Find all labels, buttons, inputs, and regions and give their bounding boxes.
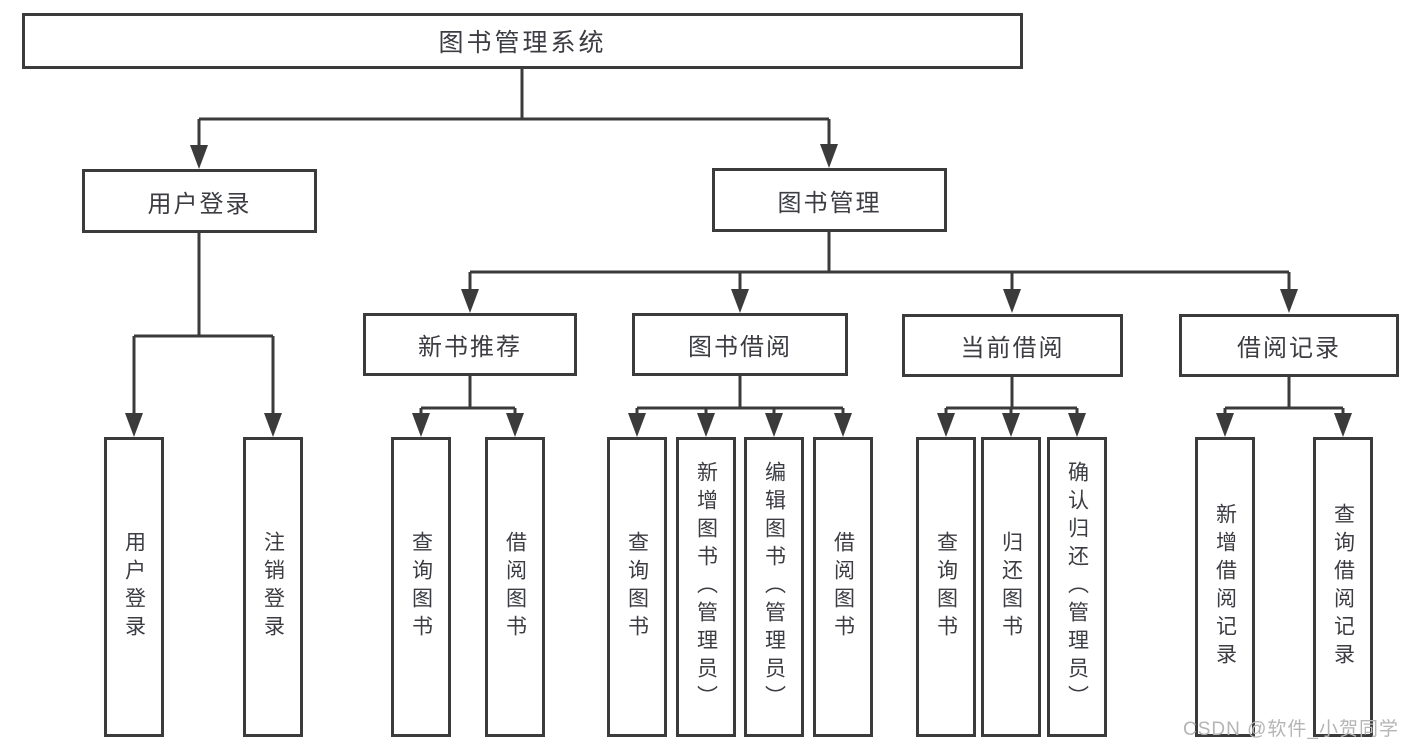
leaf-user-login-label: 用户登录	[122, 531, 146, 643]
node-borrowing-records: 借阅记录	[1179, 314, 1399, 377]
node-current-borrowing: 当前借阅	[902, 314, 1123, 377]
leaf-borrow-books-recommend-label: 借阅图书	[503, 531, 527, 643]
leaf-borrow-books-label: 借阅图书	[831, 531, 855, 643]
node-root-label: 图书管理系统	[438, 29, 607, 57]
arrowhead	[765, 413, 783, 437]
leaf-edit-books-admin: 编辑图书（管理员）	[744, 437, 804, 737]
node-book-borrowing: 图书借阅	[632, 313, 848, 376]
node-user-login-group: 用户登录	[82, 169, 317, 233]
leaf-return-books-label: 归还图书	[999, 531, 1023, 643]
node-book-borrowing-label: 图书借阅	[688, 334, 792, 361]
leaf-borrow-books: 借阅图书	[813, 437, 873, 737]
leaf-borrow-books-recommend: 借阅图书	[485, 437, 545, 737]
leaf-add-books-admin: 新增图书（管理员）	[676, 437, 736, 737]
arrowhead	[412, 413, 430, 437]
arrowhead	[461, 289, 479, 313]
arrowhead	[1334, 413, 1352, 437]
leaf-logout: 注销登录	[243, 437, 303, 737]
leaf-query-books-current-label: 查询图书	[934, 531, 958, 643]
leaf-confirm-return-admin: 确认归还（管理员）	[1047, 437, 1107, 737]
node-book-management-label: 图书管理	[777, 189, 882, 217]
leaf-logout-label: 注销登录	[261, 531, 285, 643]
arrowhead	[125, 413, 143, 437]
leaf-query-books-borrowing: 查询图书	[607, 437, 667, 737]
leaf-user-login: 用户登录	[104, 437, 164, 737]
node-new-book-recommend: 新书推荐	[363, 313, 577, 376]
csdn-watermark: CSDN @软件_小贺同学	[1183, 719, 1399, 740]
leaf-query-books-recommend-label: 查询图书	[409, 531, 433, 643]
node-borrowing-records-label: 借阅记录	[1237, 335, 1341, 362]
arrowhead	[697, 413, 715, 437]
arrowhead	[1216, 413, 1234, 437]
arrowhead	[1068, 413, 1086, 437]
leaf-query-borrow-record: 查询借阅记录	[1313, 437, 1373, 737]
arrowhead	[628, 413, 646, 437]
leaf-query-borrow-record-label: 查询借阅记录	[1331, 503, 1355, 671]
arrowhead	[820, 144, 838, 168]
leaf-add-borrow-record-label: 新增借阅记录	[1213, 503, 1237, 671]
arrowhead	[190, 145, 208, 169]
arrowhead	[1003, 289, 1021, 313]
leaf-confirm-return-admin-label: 确认归还（管理员）	[1065, 461, 1089, 713]
node-book-management: 图书管理	[712, 168, 947, 232]
leaf-return-books: 归还图书	[981, 437, 1041, 737]
arrowhead	[1280, 289, 1298, 313]
leaf-query-books-recommend: 查询图书	[391, 437, 451, 737]
arrowhead	[264, 413, 282, 437]
node-user-login-group-label: 用户登录	[147, 190, 252, 218]
arrowhead	[1002, 413, 1020, 437]
leaf-add-books-admin-label: 新增图书（管理员）	[694, 461, 718, 713]
node-current-borrowing-label: 当前借阅	[960, 335, 1065, 362]
leaf-query-books-borrowing-label: 查询图书	[625, 531, 649, 643]
leaf-query-books-current: 查询图书	[916, 437, 976, 737]
arrowhead	[834, 413, 852, 437]
arrowhead	[937, 413, 955, 437]
leaf-add-borrow-record: 新增借阅记录	[1195, 437, 1255, 737]
arrowhead	[731, 289, 749, 313]
node-root: 图书管理系统	[22, 13, 1023, 69]
arrowhead	[506, 413, 524, 437]
leaf-edit-books-admin-label: 编辑图书（管理员）	[762, 461, 786, 713]
node-new-book-recommend-label: 新书推荐	[418, 334, 522, 361]
